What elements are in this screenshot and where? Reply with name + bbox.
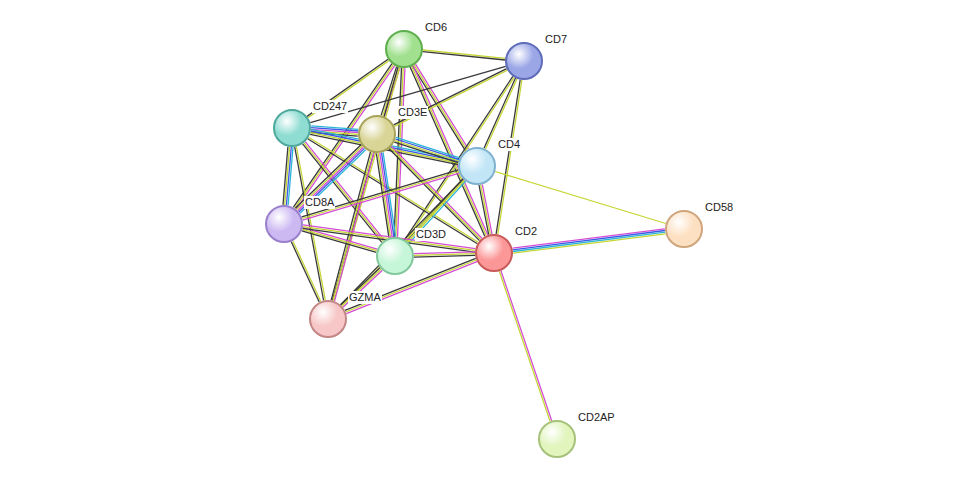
evidence-strand <box>495 172 666 224</box>
interaction-edge <box>394 69 508 127</box>
evidence-strand <box>498 80 522 235</box>
node-label: CD2 <box>514 225 538 238</box>
evidence-strand <box>394 70 507 126</box>
evidence-strand <box>293 241 321 302</box>
interaction-edge <box>496 80 522 235</box>
evidence-strand <box>396 137 460 157</box>
evidence-strand <box>395 139 459 159</box>
protein-node: CD2 <box>475 234 513 272</box>
interaction-edge <box>283 147 293 206</box>
evidence-strand <box>295 145 361 209</box>
node-label: CD2AP <box>577 411 616 424</box>
node-label: CD6 <box>424 21 448 34</box>
interaction-edge <box>414 252 475 257</box>
evidence-strand <box>501 271 552 421</box>
interaction-edge <box>423 50 505 60</box>
evidence-strand <box>283 147 288 205</box>
evidence-strand <box>499 271 550 421</box>
interaction-edge <box>291 241 321 302</box>
evidence-strand <box>479 185 489 235</box>
evidence-strand <box>409 181 465 243</box>
protein-node: CD58 <box>665 210 703 248</box>
protein-node: CD3D <box>376 237 414 275</box>
evidence-strand <box>481 185 491 235</box>
interaction-edge <box>499 271 551 422</box>
node-label: CD8A <box>304 196 335 209</box>
evidence-strand <box>291 242 319 303</box>
protein-node: CD4 <box>458 147 496 185</box>
protein-node: CD6 <box>385 30 423 68</box>
protein-node: CD247 <box>273 109 311 147</box>
node-label: CD247 <box>312 100 348 113</box>
interaction-edge <box>495 172 666 224</box>
evidence-strand <box>346 260 477 312</box>
evidence-strand <box>302 229 376 250</box>
interaction-edge <box>341 268 383 307</box>
evidence-strand <box>303 228 378 250</box>
evidence-strand <box>343 270 382 307</box>
interaction-edge <box>310 66 505 122</box>
node-label: CD7 <box>544 33 568 46</box>
evidence-strand <box>310 66 505 122</box>
evidence-strand <box>414 255 475 257</box>
interaction-edge <box>302 170 460 220</box>
node-label: CD3D <box>415 228 447 241</box>
node-label: GZMA <box>348 291 382 304</box>
interaction-edge <box>345 258 477 313</box>
evidence-strand <box>341 179 464 305</box>
evidence-strand <box>342 269 381 306</box>
evidence-strand <box>302 231 377 253</box>
evidence-strand <box>331 152 370 300</box>
protein-node: CD2AP <box>538 420 576 458</box>
node-label: CD4 <box>497 138 521 151</box>
protein-node: CD8A <box>265 205 303 243</box>
evidence-strand <box>346 262 477 314</box>
interaction-edge <box>331 152 374 301</box>
evidence-strand <box>423 50 505 58</box>
evidence-strand <box>496 80 520 235</box>
node-label: CD58 <box>704 201 734 214</box>
protein-node: CD7 <box>505 42 543 80</box>
node-label: CD3E <box>397 106 428 119</box>
evidence-strand <box>423 52 505 60</box>
evidence-strand <box>297 146 363 210</box>
interaction-edge <box>479 184 492 234</box>
protein-node: CD3E <box>358 115 396 153</box>
protein-node: GZMA <box>309 300 347 338</box>
evidence-strand <box>394 69 507 125</box>
evidence-strand <box>395 141 459 161</box>
